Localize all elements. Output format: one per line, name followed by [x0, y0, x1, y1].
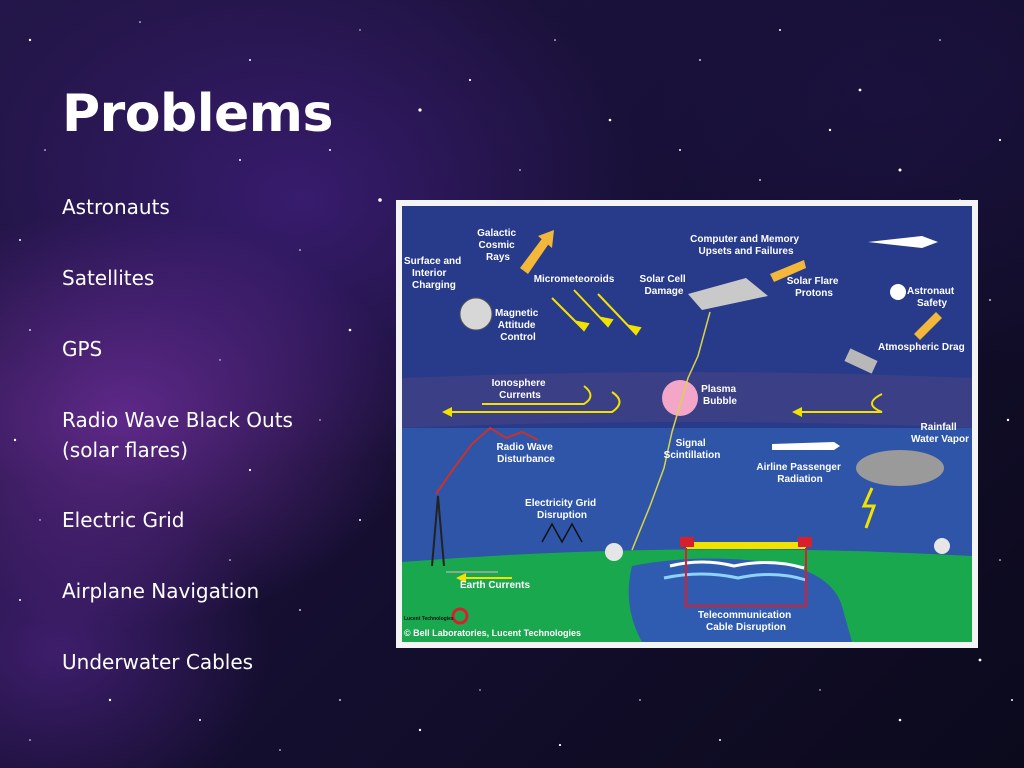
bullet-radio-wave: Radio Wave Black Outs — [62, 408, 293, 432]
lightning-icon — [861, 487, 877, 529]
label-signal-scintillation: Signal Scintillation — [664, 438, 721, 461]
airplane-icon — [772, 442, 840, 450]
label-ionosphere-currents: Ionosphere Currents — [492, 378, 549, 401]
label-solar-flare: Solar Flare Protons — [787, 276, 841, 299]
label-atmospheric-drag: Atmospheric Drag — [878, 342, 965, 353]
drag-arrow — [914, 312, 942, 340]
label-grid-disruption: Electricity Grid Disruption — [525, 498, 599, 521]
bullet-astronauts: Astronauts — [62, 195, 170, 219]
satellite-dish-icon — [605, 543, 623, 561]
telecom-cable — [686, 542, 806, 549]
astronaut-icon — [890, 284, 906, 300]
satellite-dish-icon — [934, 538, 950, 554]
micrometeoroid-streaks — [551, 289, 642, 336]
cosmic-ray-arrow-head — [538, 230, 554, 248]
slide-title: Problems — [62, 84, 333, 144]
arrow-head — [442, 407, 452, 417]
bullet-underwater-cables: Underwater Cables — [62, 650, 254, 674]
diagram-canvas: Galactic Cosmic Rays Surface and Interio… — [402, 206, 972, 642]
lucent-logo-icon — [451, 607, 469, 625]
space-shuttle-icon — [868, 236, 938, 248]
arrow-head — [456, 573, 466, 583]
solar-panel-icon — [688, 278, 768, 310]
label-computer-upsets: Computer and Memory Upsets and Failures — [690, 234, 802, 257]
cable-station-right — [798, 537, 812, 547]
storm-cloud-icon — [856, 450, 944, 486]
bullet-airplane-navigation: Airplane Navigation — [62, 579, 260, 603]
cable-station-left — [680, 537, 694, 547]
bullet-radio-wave-subline: (solar flares) — [62, 438, 189, 462]
ocean — [628, 558, 852, 642]
undersea-cable-path — [685, 548, 807, 607]
label-solar-cell: Solar Cell Damage — [640, 274, 689, 297]
label-airline-radiation: Airline Passenger Radiation — [756, 462, 843, 485]
bullet-gps: GPS — [62, 337, 103, 361]
solar-flare-arrow — [770, 260, 806, 282]
plasma-bubble — [662, 380, 698, 416]
label-plasma-bubble: Plasma Bubble — [701, 384, 739, 407]
label-rainfall: Rainfall Water Vapor — [911, 422, 969, 445]
arrow-head — [792, 407, 802, 417]
label-radio-disturbance: Radio Wave Disturbance — [496, 442, 555, 465]
label-earth-currents: Earth Currents — [460, 580, 530, 591]
satellite-icon — [844, 348, 878, 374]
label-magnetic-attitude: Magnetic Attitude Control — [495, 308, 541, 343]
bullet-electric-grid: Electric Grid — [62, 508, 185, 532]
radio-wave-path — [435, 426, 539, 495]
label-surface-charging: Surface and Interior Charging — [404, 256, 464, 291]
ocean-wave — [669, 560, 805, 570]
satellite-sphere-icon — [459, 297, 493, 331]
cosmic-ray-arrow — [520, 236, 550, 274]
signal-path — [631, 311, 711, 551]
ionosphere-current-arrows — [444, 385, 883, 413]
power-grid-icon — [541, 522, 583, 544]
label-credit: © Bell Laboratories, Lucent Technologies — [404, 628, 581, 638]
label-micrometeoroids: Micrometeoroids — [534, 274, 615, 285]
radio-tower — [431, 495, 445, 567]
label-galactic-rays: Galactic Cosmic Rays — [477, 228, 519, 263]
bullet-satellites: Satellites — [62, 266, 155, 290]
label-astronaut-safety: Astronaut Safety — [907, 286, 957, 309]
label-telecom-cable: Telecommunication Cable Disruption — [698, 610, 794, 633]
space-weather-diagram: Galactic Cosmic Rays Surface and Interio… — [396, 200, 978, 648]
label-logo-text: Lucent Technologies — [404, 616, 454, 622]
